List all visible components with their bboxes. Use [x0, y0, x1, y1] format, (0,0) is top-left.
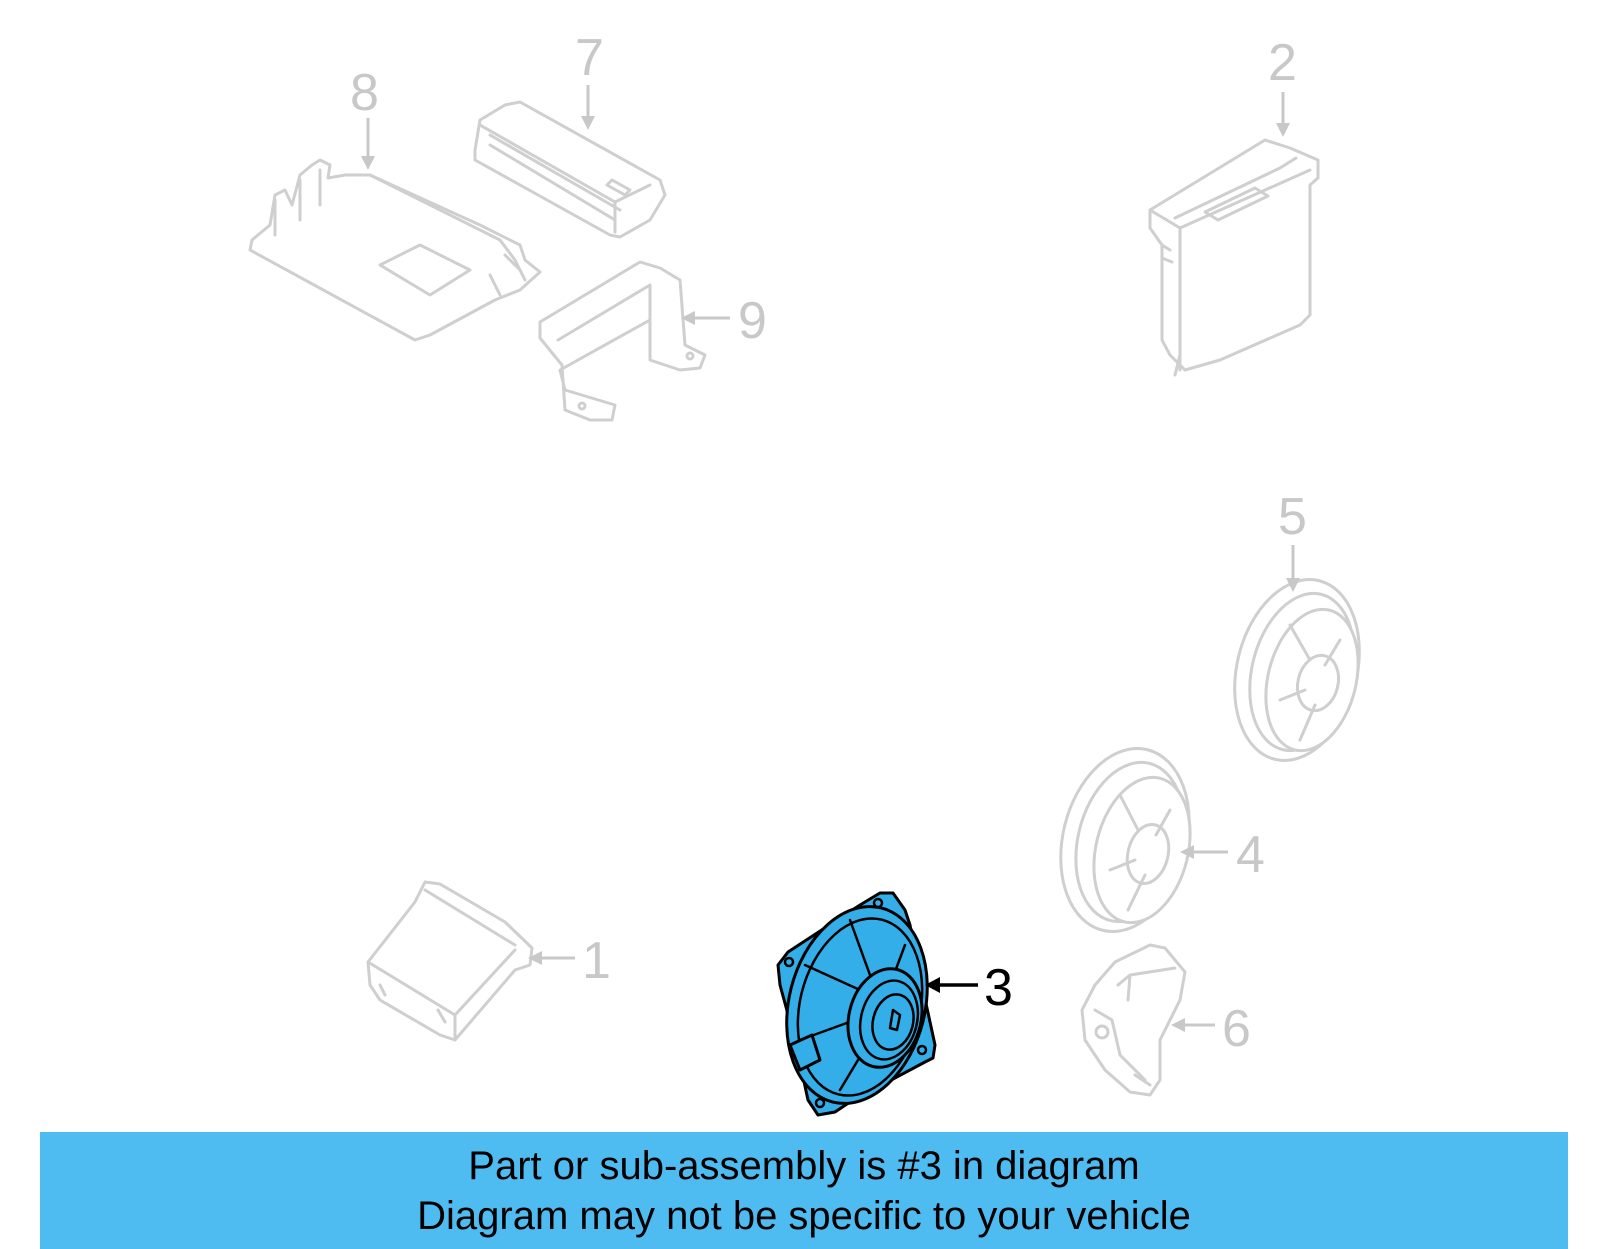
part-8-tray	[248, 118, 542, 342]
callout-2: 2	[1268, 34, 1297, 92]
callout-6: 6	[1222, 1000, 1251, 1058]
callout-5: 5	[1278, 488, 1307, 546]
part-5-speaker	[1233, 545, 1361, 762]
banner-line-1: Part or sub-assembly is #3 in diagram	[468, 1143, 1140, 1188]
banner-line-2: Diagram may not be specific to your vehi…	[417, 1193, 1191, 1238]
callout-1: 1	[582, 932, 611, 990]
callout-9: 9	[738, 292, 767, 350]
part-9-bracket	[538, 260, 730, 422]
part-6-tweeter	[1080, 943, 1215, 1097]
part-2-control-unit	[1148, 92, 1320, 377]
callout-7: 7	[575, 29, 604, 87]
part-4-speaker	[1059, 747, 1228, 933]
callout-8: 8	[350, 64, 379, 122]
callout-3: 3	[984, 959, 1013, 1017]
callout-4: 4	[1236, 826, 1265, 884]
part-7-module	[473, 85, 667, 239]
part-3-speaker	[776, 891, 978, 1117]
part-1-module	[366, 880, 575, 1042]
info-banner: Part or sub-assembly is #3 in diagram Di…	[40, 1132, 1568, 1249]
